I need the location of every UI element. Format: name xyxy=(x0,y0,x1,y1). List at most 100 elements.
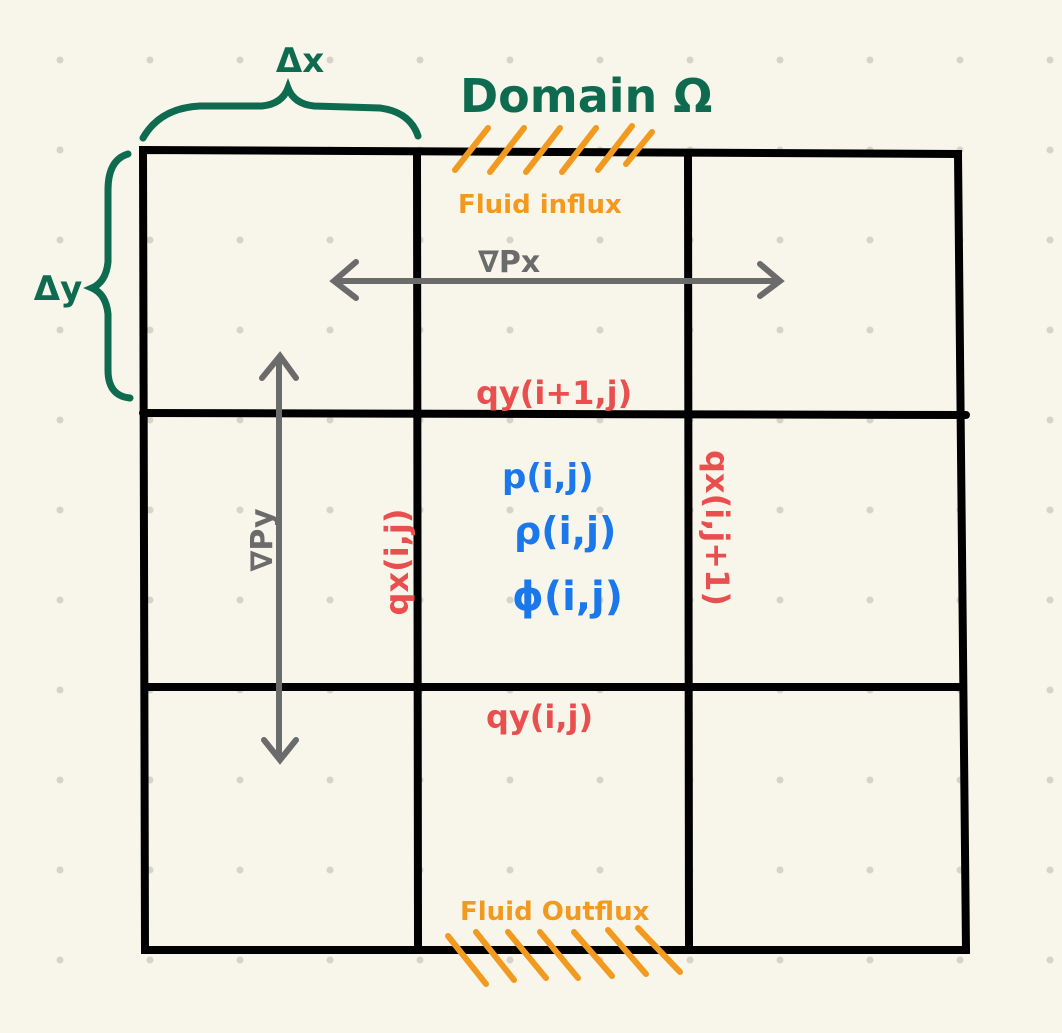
outflux-hatching xyxy=(445,925,683,987)
background-dot xyxy=(326,416,334,424)
grid-hline-1 xyxy=(139,409,970,419)
background-dot xyxy=(56,776,64,784)
background-dot xyxy=(146,56,154,64)
background-dot xyxy=(326,956,334,964)
background-dot xyxy=(506,956,514,964)
background-dot xyxy=(416,56,424,64)
background-dot xyxy=(596,596,604,604)
influx-label: Fluid influx xyxy=(458,190,622,220)
background-dot xyxy=(56,326,64,334)
background-dot xyxy=(236,596,244,604)
background-dot xyxy=(506,56,514,64)
influx-hatching xyxy=(452,123,655,175)
background-dot xyxy=(56,596,64,604)
background-dot xyxy=(56,506,64,514)
background-dot xyxy=(866,776,874,784)
background-dot xyxy=(146,416,154,424)
background-dot xyxy=(326,56,334,64)
domain-title: Domain Ω xyxy=(460,69,712,123)
background-dot xyxy=(866,596,874,604)
dy-brace xyxy=(83,150,134,402)
background-dot xyxy=(506,506,514,514)
background-dot xyxy=(956,56,964,64)
background-dot xyxy=(596,236,604,244)
background-dot xyxy=(56,146,64,154)
background-dot xyxy=(236,866,244,874)
background-dot xyxy=(506,326,514,334)
background-dot xyxy=(776,506,784,514)
background-dot xyxy=(596,506,604,514)
cell-pressure-label: p(i,j) xyxy=(502,457,594,497)
background-dot xyxy=(596,866,604,874)
cell-porosity-label: ϕ(i,j) xyxy=(512,574,623,620)
gradient-x-label: ∇Px xyxy=(478,245,540,280)
background-dot xyxy=(1046,146,1054,154)
flux-bottom-label: qy(i,j) xyxy=(486,698,593,736)
background-dot xyxy=(1046,236,1054,244)
background-dot xyxy=(866,56,874,64)
background-dot xyxy=(866,956,874,964)
outflux-label: Fluid Outflux xyxy=(460,897,650,927)
background-dot xyxy=(236,506,244,514)
background-dot xyxy=(596,416,604,424)
gradient-y-label: ∇Py xyxy=(245,508,280,571)
background-dot xyxy=(776,776,784,784)
background-dot xyxy=(1046,596,1054,604)
background-dot xyxy=(236,236,244,244)
background-dot xyxy=(326,326,334,334)
background-dot xyxy=(56,416,64,424)
flux-left-label: qx(i,j) xyxy=(378,509,416,616)
background-dot xyxy=(416,956,424,964)
background-dot xyxy=(1046,326,1054,334)
background-dot xyxy=(56,686,64,694)
background-dot xyxy=(506,416,514,424)
background-dot xyxy=(146,596,154,604)
background-dot xyxy=(776,956,784,964)
background-dot xyxy=(236,56,244,64)
background-dot xyxy=(1046,686,1054,694)
background-dot xyxy=(1046,776,1054,784)
background-dot xyxy=(236,326,244,334)
flux-right-label: qx(i,j+1) xyxy=(698,450,736,606)
gradient-x-arrow xyxy=(329,259,785,301)
background-dot xyxy=(326,236,334,244)
flux-top-label: qy(i+1,j) xyxy=(476,374,632,412)
background-dot xyxy=(956,956,964,964)
background-dot xyxy=(506,236,514,244)
background-dot xyxy=(56,236,64,244)
background-dot xyxy=(56,956,64,964)
background-dot xyxy=(146,326,154,334)
dx-brace xyxy=(139,78,422,142)
background-dot xyxy=(146,506,154,514)
background-dot xyxy=(146,236,154,244)
background-dot xyxy=(596,56,604,64)
background-dot xyxy=(1046,956,1054,964)
background-dot xyxy=(776,56,784,64)
background-dot xyxy=(326,776,334,784)
dx-label: Δx xyxy=(276,41,324,81)
background-dot xyxy=(686,56,694,64)
background-dot xyxy=(866,326,874,334)
background-dot xyxy=(326,506,334,514)
background-dot xyxy=(776,326,784,334)
background-dot xyxy=(596,776,604,784)
grid-vline-1 xyxy=(413,149,422,952)
background-dot xyxy=(1046,416,1054,424)
background-dot xyxy=(506,776,514,784)
background-dot xyxy=(56,866,64,874)
background-dot xyxy=(326,596,334,604)
background-dot xyxy=(866,866,874,874)
cell-density-label: ρ(i,j) xyxy=(514,509,616,553)
background-dot xyxy=(506,866,514,874)
background-dot xyxy=(1046,56,1054,64)
background-dot xyxy=(1046,866,1054,874)
grid-vline-2 xyxy=(684,151,693,952)
background-dot xyxy=(866,236,874,244)
background-dot xyxy=(236,956,244,964)
background-dot xyxy=(776,596,784,604)
background-dot xyxy=(866,506,874,514)
background-dot xyxy=(1046,506,1054,514)
background-dot xyxy=(596,326,604,334)
